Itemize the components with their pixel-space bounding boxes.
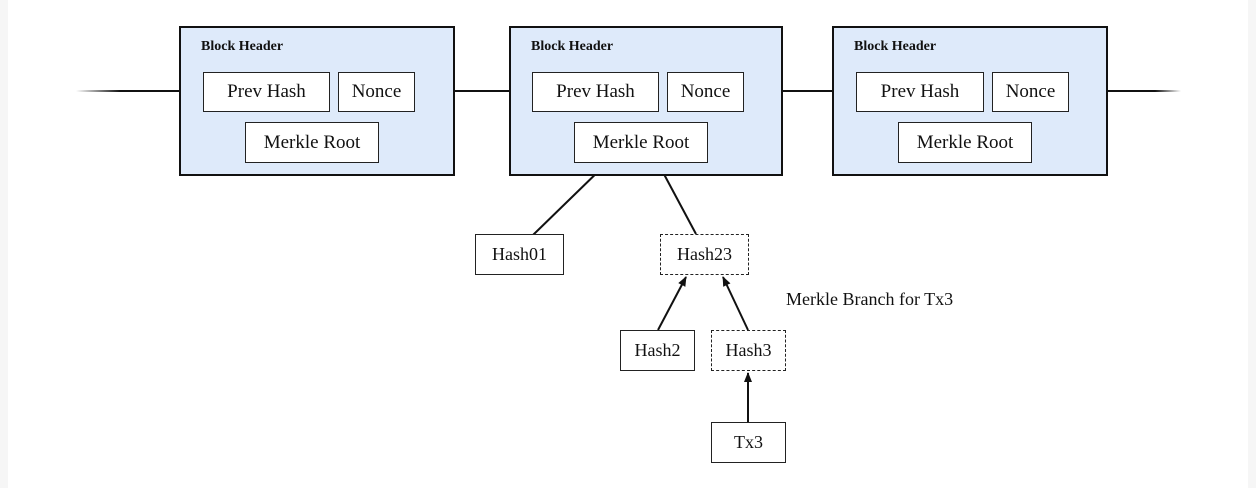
prev-hash-field: Prev Hash: [856, 72, 984, 112]
nonce-field: Nonce: [992, 72, 1069, 112]
block-header-title: Block Header: [201, 39, 284, 54]
tx3-node: Tx3: [711, 422, 786, 463]
edge-hash2-hash23: [657, 276, 687, 331]
merkle-root-field: Merkle Root: [574, 122, 708, 163]
edge-hash3-hash23: [722, 276, 749, 331]
prev-hash-field: Prev Hash: [203, 72, 330, 112]
nonce-field: Nonce: [338, 72, 415, 112]
block-header-title: Block Header: [531, 39, 614, 54]
hash01-node: Hash01: [475, 234, 564, 275]
merkle-root-field: Merkle Root: [898, 122, 1032, 163]
block-header-title: Block Header: [854, 39, 937, 54]
hash2-node: Hash2: [620, 330, 695, 371]
hash23-node: Hash23: [660, 234, 749, 275]
merkle-branch-label: Merkle Branch for Tx3: [786, 289, 954, 309]
hash3-node: Hash3: [711, 330, 786, 371]
chain-link-in: [76, 90, 202, 92]
merkle-root-field: Merkle Root: [245, 122, 379, 163]
prev-hash-field: Prev Hash: [532, 72, 659, 112]
chain-link-out: [1107, 90, 1181, 92]
nonce-field: Nonce: [667, 72, 744, 112]
